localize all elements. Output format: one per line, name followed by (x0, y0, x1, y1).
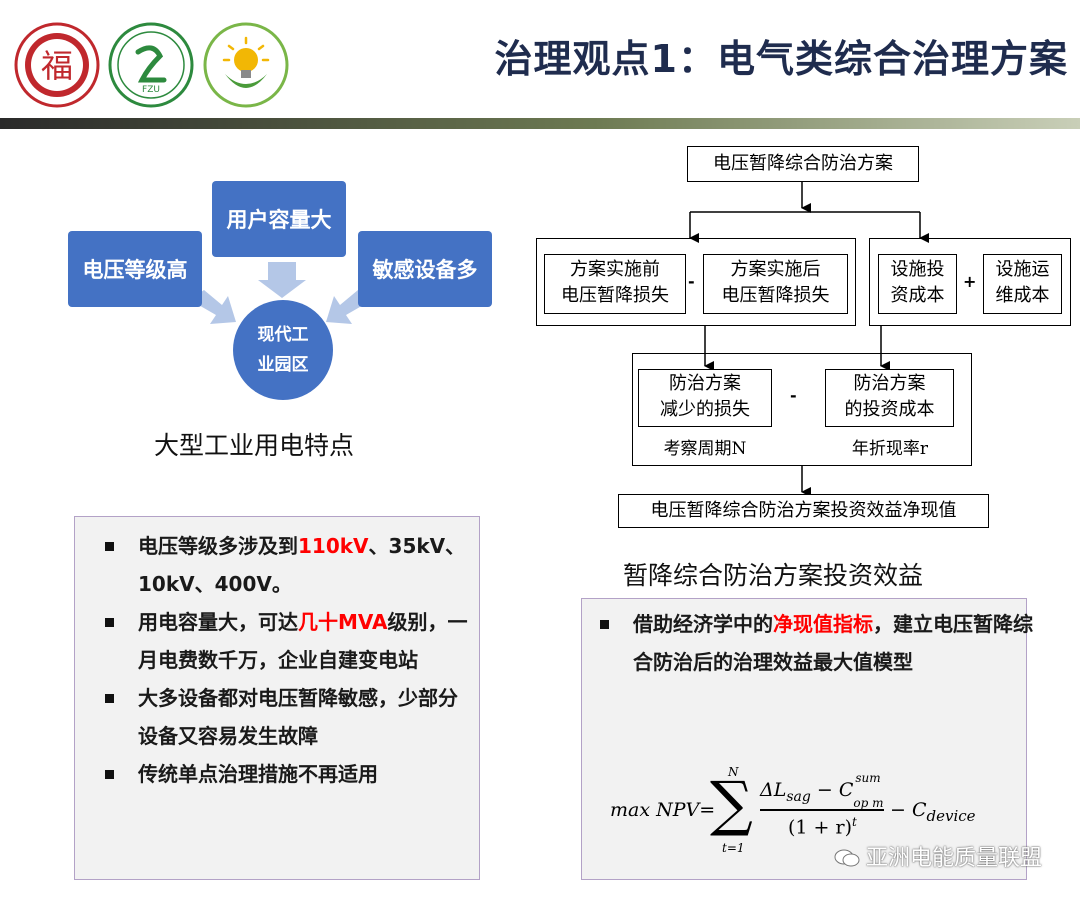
formula-lower-limit: t=1 (722, 841, 745, 855)
flow-top-box (687, 146, 919, 182)
flow-invest-box (878, 254, 957, 314)
left-caption: 大型工业用电特点 (154, 431, 355, 460)
lightbulb-icon (203, 22, 289, 108)
flow-om-box (983, 254, 1062, 314)
industrial-park-circle: 现代工业园区 (233, 300, 333, 400)
svg-text:福: 福 (41, 47, 73, 85)
flow-reduced-loss-box (638, 369, 772, 427)
flow-period-label: 考察周期N (663, 439, 747, 459)
right-caption: 暂降综合防治方案投资效益 (623, 561, 924, 590)
flow-minus-1: - (688, 272, 695, 291)
box-voltage-level: 电压等级高 (68, 231, 202, 307)
flow-invest-cost-label: 防治方案的投资成本 (844, 373, 935, 420)
flow-reduced-loss-label: 防治方案减少的损失 (660, 373, 750, 420)
right-bullet-item: 借助经济学中的净现值指标，建立电压暂降综合防治后的治理效益最大值模型 (588, 605, 1045, 681)
watermark-text: 亚洲电能质量联盟 (865, 846, 1042, 871)
flow-result-box (618, 494, 989, 528)
flow-top-label: 电压暂降综合防治方案 (713, 153, 893, 174)
quality-center-logo: FZU (108, 22, 194, 108)
formula-denominator: (1 + r)t (788, 815, 857, 839)
circle-line-1: 现代工 (257, 325, 309, 345)
flow-cost-group (869, 238, 1071, 326)
formula-tail: − Cdevice (890, 799, 976, 825)
fzu-university-logo: 福 (14, 22, 100, 108)
bullet-item: 电压等级多涉及到110kV、35kV、10kV、400V。 (93, 527, 469, 603)
bullet-item: 大多设备都对电压暂降敏感，少部分设备又容易发生故障 (93, 679, 469, 755)
flow-invest-label: 设施投资成本 (890, 259, 945, 306)
left-bullet-panel: 电压等级多涉及到110kV、35kV、10kV、400V。 用电容量大，可达几十… (74, 516, 480, 880)
sigma-symbol: ∑ (710, 769, 753, 839)
flow-plus: + (963, 272, 977, 291)
flow-om-label: 设施运维成本 (995, 259, 1050, 306)
bullet-item: 传统单点治理措施不再适用 (93, 755, 469, 793)
watermark: 亚洲电能质量联盟 (834, 840, 1042, 872)
flow-rate-label: 年折现率r (851, 439, 929, 459)
flow-loss-before-label: 方案实施前电压暂降损失 (561, 259, 669, 306)
flow-loss-after-label: 方案实施后电压暂降损失 (721, 259, 830, 306)
circle-line-2: 业园区 (257, 355, 309, 375)
flow-middle-group (632, 353, 972, 466)
fraction-line (760, 809, 884, 811)
box-sensitive-devices: 敏感设备多 (358, 231, 492, 307)
formula-lhs: max NPV= (610, 799, 716, 821)
svg-text:FZU: FZU (142, 85, 160, 95)
flow-loss-after-box (703, 254, 848, 314)
flow-minus-2: - (790, 386, 797, 405)
formula-upper-limit: N (728, 765, 739, 779)
bullet-item: 用电容量大，可达几十MVA级别，一月电费数千万，企业自建变电站 (93, 603, 469, 679)
left-bullet-list: 电压等级多涉及到110kV、35kV、10kV、400V。 用电容量大，可达几十… (93, 527, 469, 793)
header-divider (0, 118, 1080, 129)
flow-loss-before-box (544, 254, 686, 314)
flow-loss-group (536, 238, 856, 326)
flow-result-label: 电压暂降综合防治方案投资效益净现值 (650, 500, 957, 521)
wechat-icon (834, 848, 860, 868)
page-title: 治理观点1：电气类综合治理方案 (494, 37, 1068, 81)
right-bullet-panel: 借助经济学中的净现值指标，建立电压暂降综合防治后的治理效益最大值模型 (581, 598, 1033, 880)
box-user-capacity: 用户容量大 (212, 181, 346, 257)
flow-invest-cost-box (825, 369, 954, 427)
